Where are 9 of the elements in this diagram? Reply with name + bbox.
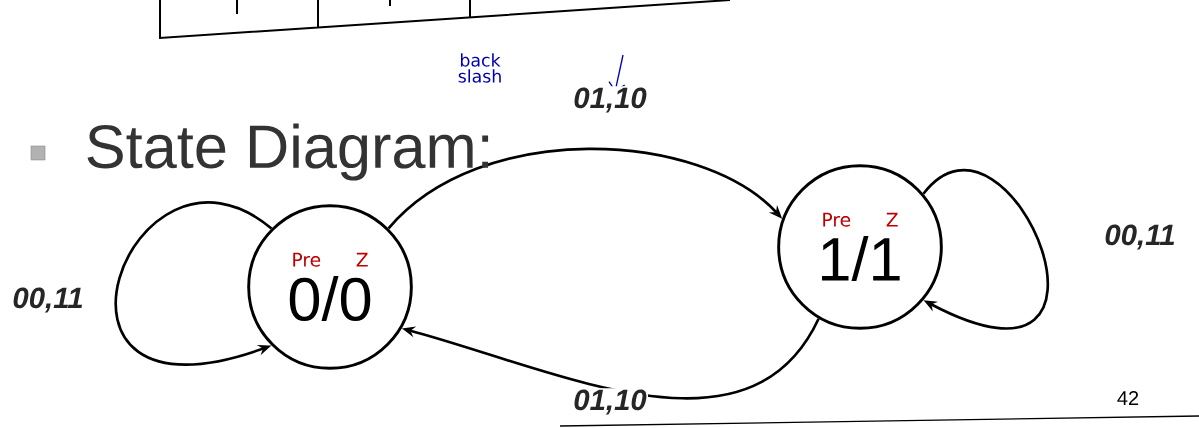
page-number: 42 bbox=[1117, 391, 1139, 405]
transition-arrow bbox=[922, 169, 1049, 330]
slide-title: State Diagram: bbox=[87, 123, 489, 181]
edge-label: 00,11 bbox=[1103, 223, 1177, 251]
edge-label: 00,11 bbox=[11, 286, 85, 314]
edge-label: 01,10 bbox=[571, 86, 649, 114]
transition-arrow bbox=[114, 201, 273, 365]
edge-label: 01,10 bbox=[571, 388, 649, 416]
handwritten-note: back slash bbox=[458, 53, 501, 83]
